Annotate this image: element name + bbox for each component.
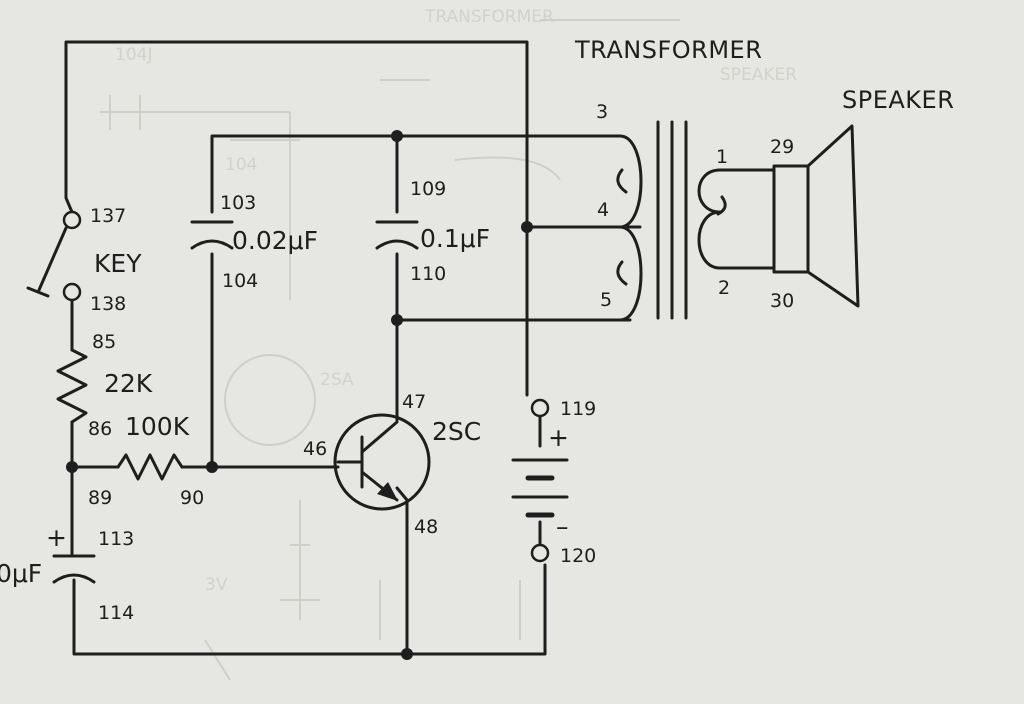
capacitor-002: 103 0.02μF 104 xyxy=(190,192,318,292)
label-29: 29 xyxy=(770,136,794,158)
label-22k: 22K xyxy=(104,369,153,398)
speaker-cone xyxy=(806,124,860,308)
label-pin-5: 5 xyxy=(600,289,612,311)
label-pin-3: 3 xyxy=(596,101,608,123)
transistor-2sc: 47 2SC 46 48 xyxy=(303,391,481,538)
wires xyxy=(64,40,642,656)
terminal-119 xyxy=(530,398,550,418)
wire-emitter xyxy=(395,486,409,656)
transformer-secondary-winding xyxy=(697,168,776,270)
wire-cap002-up xyxy=(210,134,622,214)
resistor-22k: 85 22K 86 xyxy=(56,331,153,440)
label-100k: 100K xyxy=(125,412,190,441)
transformer: 3 4 5 1 2 xyxy=(596,101,776,322)
label-pin-2: 2 xyxy=(718,277,730,299)
bleed-through: 104J 104 SPEAKER TRANSFORMER 2SA 3V xyxy=(100,7,797,681)
svg-text:SPEAKER: SPEAKER xyxy=(720,65,797,85)
junction-dot xyxy=(391,314,403,326)
key-lever-foot xyxy=(26,286,50,298)
transistor-emitter-arrow xyxy=(377,482,398,501)
transformer-primary-winding xyxy=(618,134,643,322)
junction-dot xyxy=(401,648,413,660)
label-103: 103 xyxy=(220,192,256,214)
label-cap-002-value: 0.02μF xyxy=(232,226,318,255)
label-109: 109 xyxy=(410,178,446,200)
label-138: 138 xyxy=(90,293,126,315)
label-battery-minus: – xyxy=(556,512,569,541)
capacitor-002-plate-bottom xyxy=(190,239,234,250)
label-2sc: 2SC xyxy=(432,417,481,446)
key-switch: 137 KEY 138 xyxy=(26,205,142,315)
transformer-primary-winding xyxy=(616,168,628,286)
label-113: 113 xyxy=(98,528,134,550)
label-120: 120 xyxy=(560,545,596,567)
label-cap-01-value: 0.1μF xyxy=(420,224,490,253)
label-cap-left-value: 0μF xyxy=(0,559,42,588)
junction-dot xyxy=(66,461,78,473)
label-key: KEY xyxy=(94,249,142,278)
label-plus-left-cap: + xyxy=(46,523,67,552)
junction-dot xyxy=(391,130,403,142)
label-85: 85 xyxy=(92,331,116,353)
heading-speaker: SPEAKER xyxy=(842,86,954,114)
capacitor-left: + 113 0μF 114 xyxy=(0,523,134,624)
label-30: 30 xyxy=(770,290,794,312)
label-104: 104 xyxy=(222,270,258,292)
speaker: 29 30 xyxy=(770,124,860,312)
key-lever xyxy=(37,226,68,292)
transformer-secondary-winding xyxy=(716,195,727,216)
capacitor-01-plate-bottom xyxy=(375,239,419,250)
transistor-body xyxy=(333,413,431,511)
transistor-collector-lead xyxy=(360,420,399,454)
label-119: 119 xyxy=(560,398,596,420)
svg-text:104J: 104J xyxy=(115,45,152,65)
svg-text:TRANSFORMER: TRANSFORMER xyxy=(424,7,554,27)
label-47: 47 xyxy=(402,391,426,413)
resistor-100k-zigzag xyxy=(116,453,184,481)
terminal-137 xyxy=(62,210,82,230)
label-48: 48 xyxy=(414,516,438,538)
resistor-22k-zigzag xyxy=(56,348,88,424)
capacitor-left-plate-bottom xyxy=(52,573,96,584)
svg-text:104: 104 xyxy=(225,155,257,175)
label-114: 114 xyxy=(98,602,134,624)
label-90: 90 xyxy=(180,487,204,509)
terminal-138 xyxy=(62,282,82,302)
label-110: 110 xyxy=(410,263,446,285)
junction-dot xyxy=(521,221,533,233)
label-89: 89 xyxy=(88,487,112,509)
terminal-120 xyxy=(530,543,550,563)
svg-text:3V: 3V xyxy=(205,575,228,595)
capacitor-01: 109 0.1μF 110 xyxy=(375,178,490,285)
wire-cap-left-down xyxy=(72,563,547,656)
wire-top-loop xyxy=(64,40,529,397)
transformer-core xyxy=(656,120,688,320)
battery: 119 + – 120 xyxy=(511,398,596,567)
label-46: 46 xyxy=(303,438,327,460)
label-battery-plus: + xyxy=(548,423,569,452)
junction-dot xyxy=(206,461,218,473)
heading-transformer: TRANSFORMER xyxy=(574,36,762,64)
label-pin-1: 1 xyxy=(716,146,728,168)
label-pin-4: 4 xyxy=(597,199,609,221)
label-137: 137 xyxy=(90,205,126,227)
speaker-magnet xyxy=(772,164,810,274)
resistor-100k: 100K 89 90 xyxy=(88,412,204,509)
svg-text:2SA: 2SA xyxy=(320,370,354,390)
junction-dots xyxy=(66,130,533,660)
label-86: 86 xyxy=(88,418,112,440)
